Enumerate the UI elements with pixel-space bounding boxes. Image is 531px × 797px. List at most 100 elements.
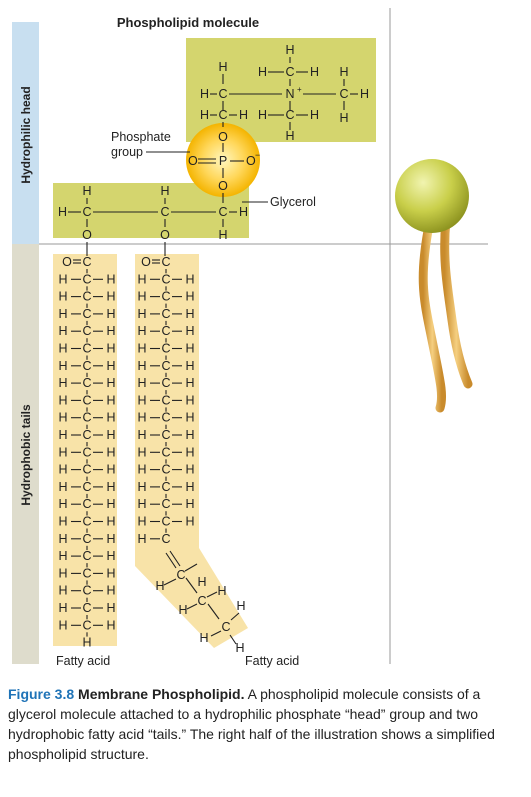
carbon-atom: C [82, 272, 91, 286]
hydrogen-atom: H [106, 515, 115, 529]
hydrogen-atom: H [185, 393, 194, 407]
svg-text:O: O [218, 179, 228, 193]
simplified-tail-right [440, 215, 473, 389]
hydrogen-atom: H [58, 290, 67, 304]
carbon-atom: C [161, 480, 170, 494]
carbon-atom: C [161, 359, 170, 373]
svg-text:H: H [339, 65, 348, 79]
svg-text:O: O [218, 130, 228, 144]
hydrogen-atom: H [58, 376, 67, 390]
hydrogen-atom: H [106, 480, 115, 494]
svg-text:H: H [58, 205, 67, 219]
carbon-atom: C [161, 393, 170, 407]
carbon-atom: C [82, 515, 91, 529]
hydrogen-atom: H [185, 359, 194, 373]
carbon-atom: C [161, 428, 170, 442]
hydrogen-atom: H [185, 515, 194, 529]
svg-text:H: H [236, 599, 245, 613]
hydrogen-atom: H [58, 515, 67, 529]
svg-text:C: C [221, 620, 230, 634]
carbon-atom: C [161, 272, 170, 286]
carbon-atom: C [82, 290, 91, 304]
phosphate-structure: O O P O − O [188, 130, 260, 203]
carbon-atom: C [161, 307, 170, 321]
hydrogen-atom: H [137, 428, 146, 442]
carbon-atom: C [82, 480, 91, 494]
svg-text:N: N [285, 87, 294, 101]
hydrogen-atom: H [58, 272, 67, 286]
hydrogen-atom: H [106, 445, 115, 459]
hydrogen-atom: H [58, 324, 67, 338]
hydrogen-atom: H [137, 445, 146, 459]
svg-text:H: H [360, 87, 369, 101]
hydrogen-atom: H [106, 618, 115, 632]
hydrogen-atom: H [185, 307, 194, 321]
svg-text:O: O [188, 154, 198, 168]
carbon-atom: C [82, 445, 91, 459]
figure-title: Phospholipid molecule [117, 15, 259, 30]
hydrogen-atom: H [58, 532, 67, 546]
carbon-atom: C [161, 290, 170, 304]
hydrogen-atom: H [106, 307, 115, 321]
hydrogen-atom: H [106, 497, 115, 511]
svg-text:C: C [285, 65, 294, 79]
caption-figure-number: Figure 3.8 [8, 686, 75, 702]
fatty-acid-box-right [135, 254, 248, 648]
carbon-atom: C [82, 463, 91, 477]
svg-text:H: H [258, 108, 267, 122]
hydrogen-atom: H [137, 359, 146, 373]
svg-text:H: H [160, 184, 169, 198]
hydrogen-atom: H [106, 549, 115, 563]
phosphate-glow [186, 123, 260, 197]
hydrophilic-band [12, 22, 39, 244]
carbon-atom: C [82, 428, 91, 442]
carbon-atom: C [82, 342, 91, 356]
hydrogen-atom: H [106, 324, 115, 338]
svg-text:H: H [82, 184, 91, 198]
svg-text:H: H [235, 641, 244, 655]
carbon-atom: C [82, 359, 91, 373]
hydrogen-atom: H [58, 584, 67, 598]
hydrogen-atom: H [185, 445, 194, 459]
hydrogen-atom: H [185, 428, 194, 442]
hydrogen-atom: H [58, 411, 67, 425]
hydrogen-atom: H [58, 307, 67, 321]
glycerol-label: Glycerol [270, 195, 316, 209]
hydrogen-atom: H [137, 393, 146, 407]
hydrogen-atom: H [185, 411, 194, 425]
svg-text:H: H [200, 108, 209, 122]
hydrogen-atom: H [106, 428, 115, 442]
svg-text:C: C [218, 205, 227, 219]
svg-text:H: H [200, 87, 209, 101]
carbon-atom: C [82, 376, 91, 390]
carbon-atom: C [82, 549, 91, 563]
hydrogen-atom: H [185, 290, 194, 304]
hydrogen-atom: H [137, 463, 146, 477]
hydrogen-atom: H [137, 515, 146, 529]
carbon-atom: C [161, 497, 170, 511]
hydrogen-atom: H [58, 549, 67, 563]
svg-text:H: H [310, 108, 319, 122]
hydrogen-atom: H [106, 290, 115, 304]
carbon-atom: C [82, 324, 91, 338]
choline-structure: H H C H C H H H C H N + H C H H H C [200, 43, 369, 143]
hydrogen-atom: H [58, 393, 67, 407]
simplified-phospholipid [395, 159, 473, 413]
hydrogen-atom: H [82, 636, 91, 650]
hydrogen-atom: H [58, 497, 67, 511]
carbon-atom: C [82, 411, 91, 425]
svg-text:H: H [258, 65, 267, 79]
svg-text:C: C [160, 205, 169, 219]
svg-text:H: H [197, 575, 206, 589]
hydrogen-atom: H [185, 272, 194, 286]
hydrogen-atom: H [137, 411, 146, 425]
oxygen-atom: O [62, 255, 72, 269]
carbon-atom: C [161, 532, 170, 546]
svg-text:H: H [218, 60, 227, 74]
svg-text:H: H [285, 129, 294, 143]
phosphate-group-label-line1: Phosphate [111, 130, 171, 144]
hydrophilic-head-label: Hydrophilic head [19, 86, 33, 183]
hydrogen-atom: H [137, 324, 146, 338]
hydrogen-atom: H [137, 342, 146, 356]
carbon-atom: C [161, 255, 170, 269]
